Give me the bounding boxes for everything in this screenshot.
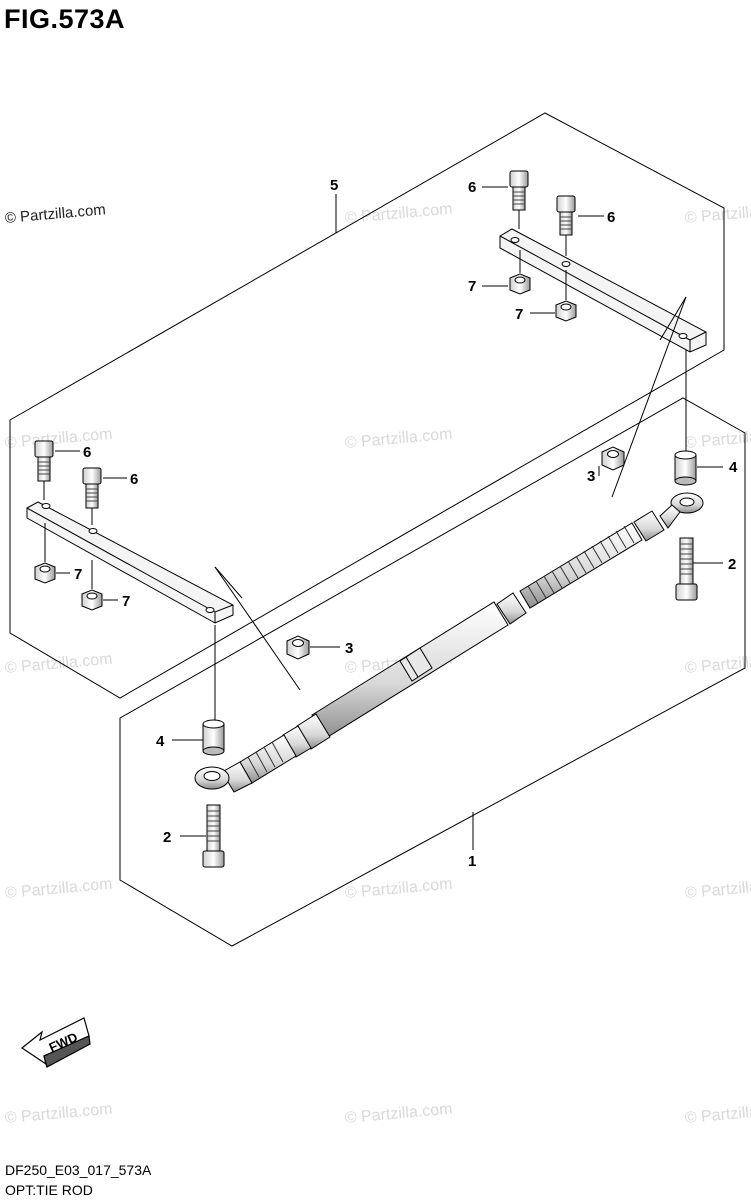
bolt-6-top-b xyxy=(556,195,576,236)
callout-7: 7 xyxy=(468,278,476,295)
nut-7-left-b xyxy=(81,589,103,611)
bolt-2-right xyxy=(675,537,698,601)
bolt-2-left xyxy=(202,804,225,868)
callout-numbers: 5 6 6 7 7 6 6 7 7 3 3 4 2 4 2 1 xyxy=(74,177,738,870)
figure-title: FIG.573A xyxy=(4,4,126,34)
bolt-6-left-a xyxy=(34,440,54,482)
callout-6: 6 xyxy=(607,209,615,226)
nut-3-upper xyxy=(601,446,625,471)
nut-3-lower xyxy=(286,635,310,660)
bolt-6-left-b xyxy=(82,467,102,509)
callout-6: 6 xyxy=(83,444,91,461)
kit-box-outline xyxy=(9,112,725,699)
diagram-label: OPT:TIE ROD xyxy=(5,1182,93,1198)
callout-3: 3 xyxy=(587,468,595,485)
callout-leaders xyxy=(55,186,723,850)
nut-7-left-a xyxy=(34,562,56,584)
callout-3: 3 xyxy=(345,640,353,657)
callout-2: 2 xyxy=(728,556,736,573)
assembly-box-outline xyxy=(119,397,746,947)
bracket-plate-left xyxy=(26,501,234,624)
tie-rod-assembly xyxy=(194,492,704,793)
callout-4: 4 xyxy=(156,733,165,750)
nut-7-upper-b xyxy=(555,300,577,322)
callout-5: 5 xyxy=(330,177,338,194)
nut-7-upper-a xyxy=(509,273,531,295)
callout-2: 2 xyxy=(163,829,171,846)
spacer-4-right xyxy=(674,450,697,486)
callout-4: 4 xyxy=(729,459,738,476)
callout-7: 7 xyxy=(515,306,523,323)
diagram-code: DF250_E03_017_573A xyxy=(5,1162,152,1178)
fwd-arrow-icon: FWD xyxy=(20,1017,91,1068)
callout-7: 7 xyxy=(122,593,130,610)
callout-7: 7 xyxy=(74,566,82,583)
bolt-6-top-a xyxy=(509,170,529,211)
callout-1: 1 xyxy=(468,853,476,870)
callout-6: 6 xyxy=(130,471,138,488)
callout-6: 6 xyxy=(468,179,476,196)
spacer-4-left xyxy=(202,719,225,756)
bracket-plate-right xyxy=(499,228,707,353)
